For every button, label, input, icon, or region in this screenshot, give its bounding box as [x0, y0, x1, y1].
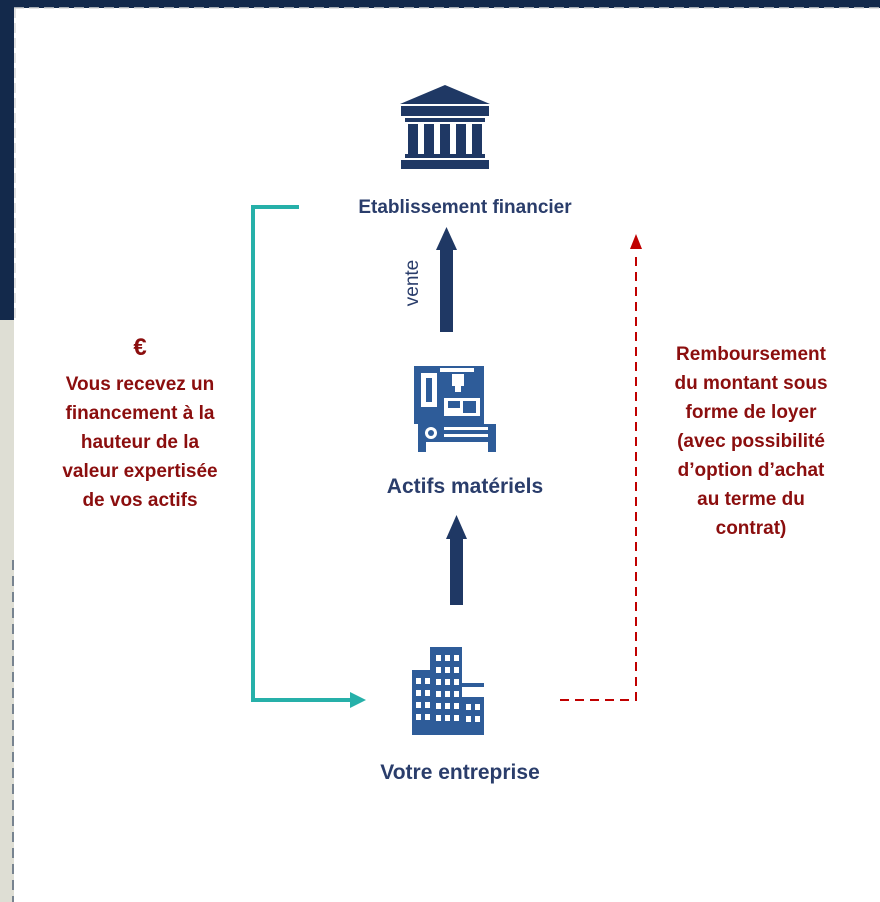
- bank-label: Etablissement financier: [358, 197, 572, 218]
- financing-line: de vos actifs: [82, 490, 198, 511]
- repayment-line: Remboursement: [676, 344, 826, 365]
- euro-symbol: €: [133, 334, 147, 361]
- purchase-arrow: [446, 515, 467, 605]
- repayment-line: du montant sous: [674, 373, 828, 394]
- office-buildings-icon: [412, 647, 484, 735]
- repayment-flow-arrow: [560, 234, 642, 701]
- sale-arrow: [436, 227, 457, 332]
- financing-flow-arrow: [251, 205, 366, 708]
- repayment-line: (avec possibilité: [677, 431, 825, 452]
- financing-line: Vous recevez un: [65, 374, 215, 395]
- sale-label: vente: [402, 259, 423, 307]
- repayment-annotation: Remboursement du montant sous forme de l…: [640, 340, 862, 543]
- financing-annotation: Vous recevez un financement à la hauteur…: [20, 370, 260, 515]
- financing-line: financement à la: [65, 403, 215, 424]
- financing-line: hauteur de la: [80, 432, 200, 453]
- repayment-line: forme de loyer: [685, 402, 817, 423]
- repayment-line: contrat): [715, 518, 787, 539]
- assets-label: Actifs matériels: [386, 475, 544, 498]
- company-label: Votre entreprise: [380, 761, 540, 784]
- machine-tool-icon: [414, 366, 496, 452]
- bank-icon: [400, 85, 490, 169]
- financing-line: valeur expertisée: [62, 461, 218, 482]
- repayment-line: d’option d’achat: [677, 460, 825, 481]
- repayment-line: au terme du: [697, 489, 805, 510]
